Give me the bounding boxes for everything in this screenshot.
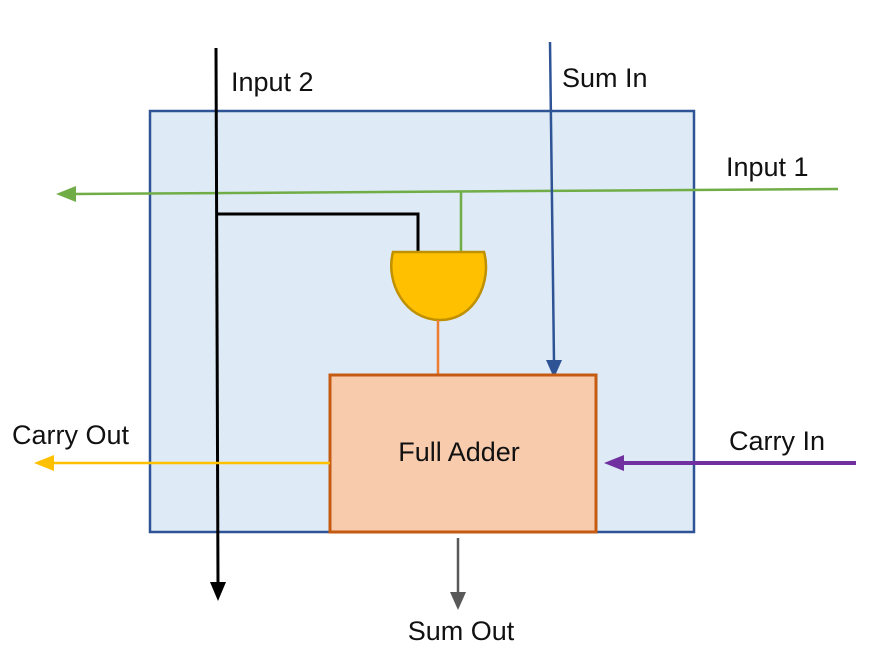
carry-in-arrowhead	[604, 455, 624, 471]
sum-in-label: Sum In	[562, 63, 648, 93]
sum-in-line	[548, 41, 556, 363]
input-2-line	[214, 47, 220, 585]
full-adder-label: Full Adder	[398, 437, 520, 467]
input-2-arrowhead	[210, 582, 226, 601]
sum-in-arrowhead	[546, 360, 562, 378]
input-1-label: Input 1	[726, 152, 809, 182]
input-2-branch	[217, 212, 420, 252]
full-adder-box	[328, 373, 598, 534]
sum-out-arrowhead	[450, 592, 466, 610]
input-1-line	[73, 187, 839, 196]
carry-out-label: Carry Out	[12, 420, 130, 450]
and-gate	[390, 250, 488, 322]
sum-out-label: Sum Out	[408, 616, 515, 646]
carry-out-arrowhead	[34, 455, 54, 471]
input-2-label: Input 2	[231, 67, 314, 97]
input-1-arrowhead	[56, 186, 76, 202]
carry-in-label: Carry In	[729, 426, 825, 456]
